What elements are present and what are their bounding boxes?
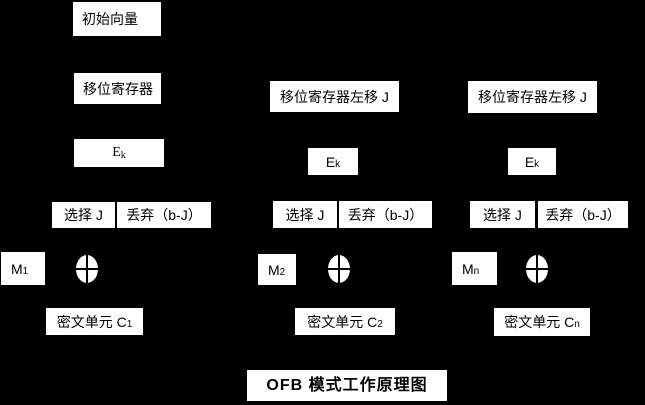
node-shift-register-3: 移位寄存器左移 J — [468, 81, 597, 113]
node-label-sub: 1 — [126, 318, 133, 330]
node-label-sub: k — [120, 150, 126, 161]
node-label: 初始向量 — [82, 11, 138, 27]
node-label: 移位寄存器左移 J — [478, 89, 587, 105]
node-label: 丢弃（b-J） — [347, 206, 424, 223]
node-label: 丢弃（b-J） — [126, 207, 202, 223]
node-label-sub: k — [335, 158, 341, 170]
node-label-sub: 2 — [377, 318, 383, 330]
node-label: E — [112, 145, 121, 160]
node-label: E — [325, 153, 336, 170]
node-select-1: 选择 J — [52, 202, 115, 228]
node-label: 密文单元 C — [307, 313, 378, 330]
node-label: 移位寄存器 — [83, 80, 153, 97]
diagram-title-label: OFB 模式工作原理图 — [266, 376, 428, 394]
node-discard-3: 丢弃（b-J） — [538, 201, 628, 228]
xor-icon — [328, 255, 350, 283]
node-label: E — [524, 153, 535, 170]
node-label: 丢弃（b-J） — [545, 206, 621, 223]
node-discard-1: 丢弃（b-J） — [117, 202, 211, 228]
node-label: M — [11, 260, 23, 277]
node-label: 密文单元 C — [56, 313, 127, 330]
node-discard-2: 丢弃（b-J） — [339, 201, 432, 228]
node-select-2: 选择 J — [273, 201, 337, 228]
node-label: 移位寄存器左移 J — [280, 88, 389, 105]
node-label: 选择 J — [285, 206, 325, 223]
node-label-sub: k — [534, 158, 540, 170]
node-label-sub: 2 — [279, 266, 286, 278]
node-label: M — [462, 260, 474, 277]
node-initial-vector: 初始向量 — [73, 2, 161, 36]
node-label: 选择 J — [64, 207, 103, 223]
node-label: M — [268, 261, 280, 278]
node-label: 密文单元 C — [504, 314, 575, 330]
node-label-sub: 1 — [22, 265, 29, 277]
node-label: 选择 J — [483, 206, 522, 223]
node-label-sub: n — [574, 319, 580, 330]
node-select-3: 选择 J — [470, 201, 535, 228]
xor-icon — [76, 255, 98, 283]
diagram-title: OFB 模式工作原理图 — [247, 370, 447, 401]
node-shift-register-2: 移位寄存器左移 J — [270, 81, 399, 112]
node-shift-register-1: 移位寄存器 — [74, 73, 161, 104]
node-label-sub: n — [473, 265, 480, 277]
xor-icon — [526, 255, 548, 283]
